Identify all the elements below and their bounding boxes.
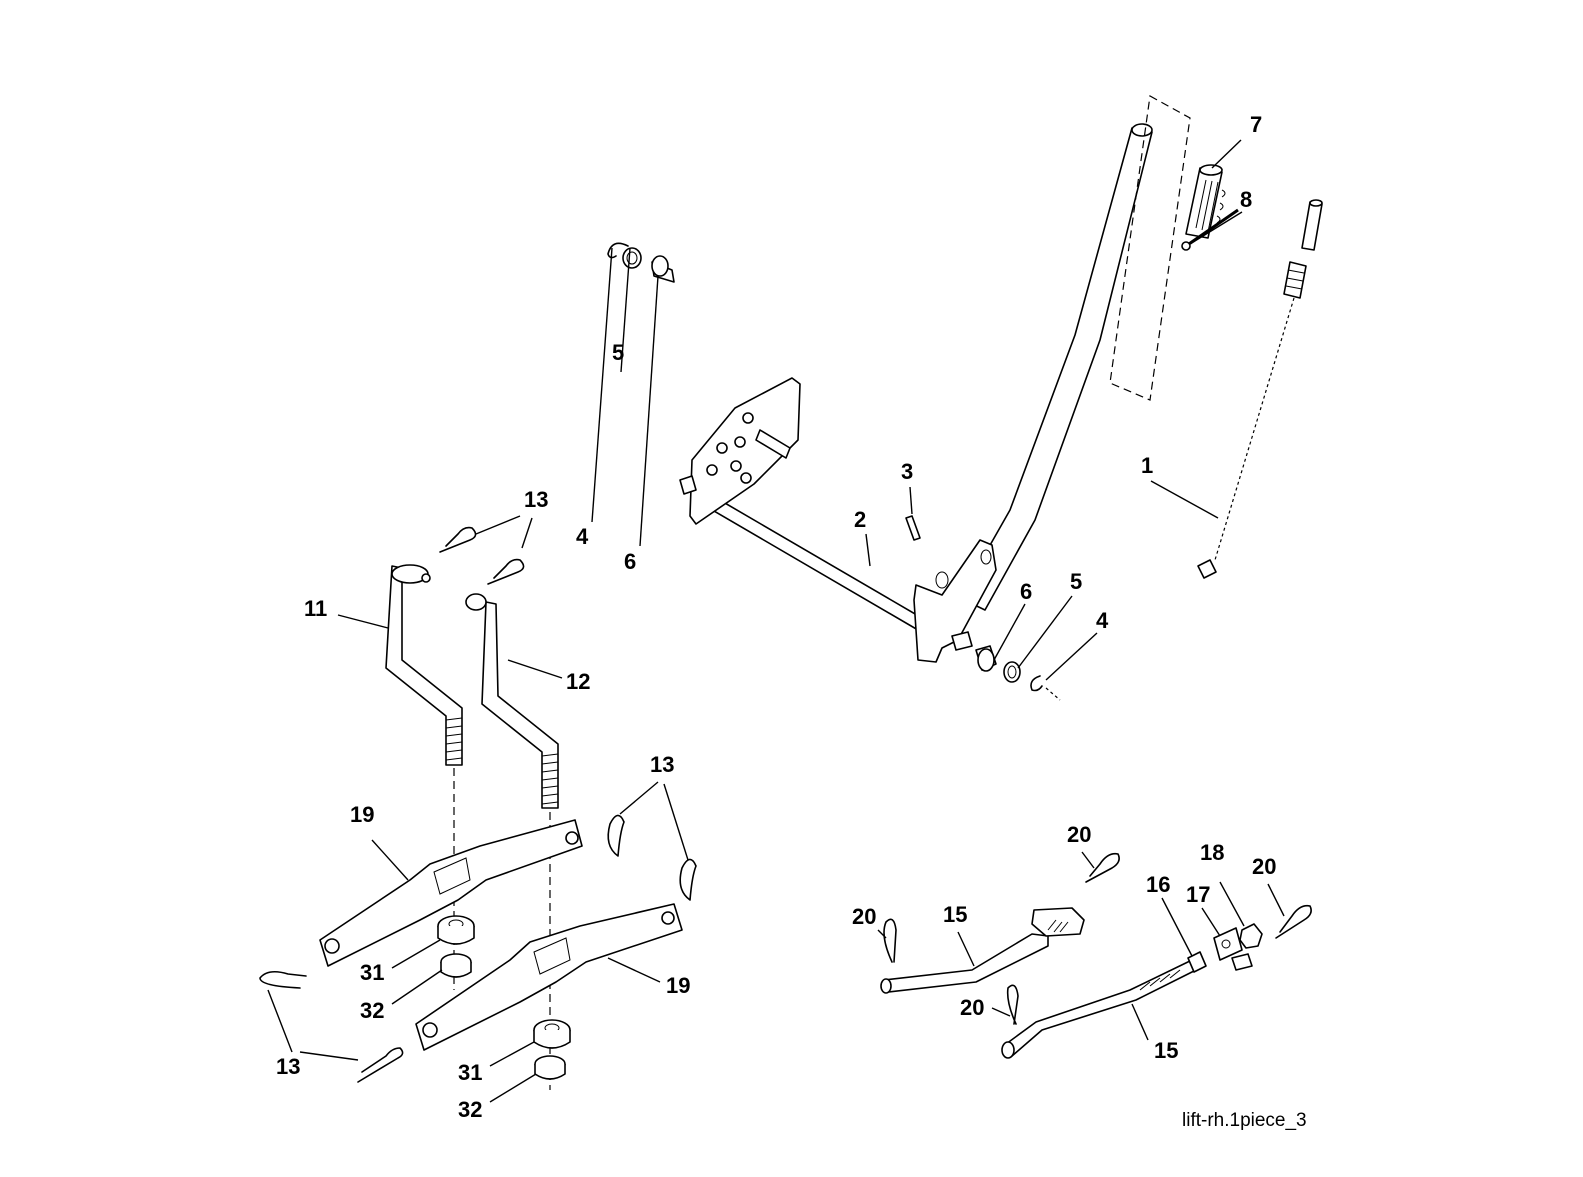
callout-19: 19 bbox=[350, 802, 374, 827]
diagram-reference-code: lift-rh.1piece_3 bbox=[1182, 1110, 1307, 1131]
callout-20: 20 bbox=[852, 904, 876, 929]
callout-16: 16 bbox=[1146, 872, 1170, 897]
callout-7: 7 bbox=[1250, 112, 1262, 137]
callout-32: 32 bbox=[458, 1097, 482, 1122]
callout-4: 4 bbox=[1096, 608, 1109, 633]
callout-13: 13 bbox=[276, 1054, 300, 1079]
callout-5: 5 bbox=[1070, 569, 1082, 594]
callout-13: 13 bbox=[650, 752, 674, 777]
hairpin-clips-13 bbox=[259, 526, 697, 1083]
rod-hardware bbox=[1187, 923, 1263, 973]
callout-17: 17 bbox=[1186, 882, 1210, 907]
callout-31: 31 bbox=[458, 1060, 482, 1085]
lift-handle bbox=[959, 95, 1191, 611]
callout-6: 6 bbox=[1020, 579, 1032, 604]
callout-19: 19 bbox=[666, 973, 690, 998]
adjustment-rod-upper bbox=[880, 907, 1085, 994]
callout-20: 20 bbox=[960, 995, 984, 1020]
washers-and-nuts bbox=[437, 915, 571, 1080]
mounting-plate bbox=[689, 377, 801, 525]
callout-8: 8 bbox=[1240, 187, 1252, 212]
callout-15: 15 bbox=[943, 902, 967, 927]
callout-6: 6 bbox=[624, 549, 636, 574]
callout-5: 5 bbox=[612, 340, 624, 365]
lift-shaft bbox=[698, 490, 997, 663]
callout-11: 11 bbox=[304, 596, 327, 621]
callout-18: 18 bbox=[1200, 840, 1224, 865]
left-shaft-hardware bbox=[607, 242, 697, 495]
lift-link-11 bbox=[385, 564, 463, 766]
callout-32: 32 bbox=[360, 998, 384, 1023]
callout-labels: 1 2 3 4 4 5 5 6 6 7 8 11 12 13 13 13 15 … bbox=[276, 112, 1276, 1122]
callout-12: 12 bbox=[566, 669, 590, 694]
hairpin-clips-20 bbox=[883, 852, 1312, 1025]
roll-pin bbox=[905, 515, 921, 541]
leader-lines bbox=[267, 139, 1285, 1103]
spring-pin bbox=[1181, 208, 1239, 251]
right-shaft-hardware bbox=[951, 631, 1061, 701]
callout-1: 1 bbox=[1141, 453, 1153, 478]
lift-cable bbox=[1197, 199, 1323, 579]
callout-13: 13 bbox=[524, 487, 548, 512]
callout-15: 15 bbox=[1154, 1038, 1178, 1063]
handle-grip bbox=[1185, 164, 1226, 239]
callout-20: 20 bbox=[1252, 854, 1276, 879]
callout-20: 20 bbox=[1067, 822, 1091, 847]
lift-arm-upper bbox=[319, 819, 583, 967]
callout-31: 31 bbox=[360, 960, 384, 985]
lift-link-12 bbox=[465, 593, 559, 809]
callout-4: 4 bbox=[576, 524, 589, 549]
callout-3: 3 bbox=[901, 459, 913, 484]
lift-arm-lower bbox=[415, 903, 683, 1051]
callout-2: 2 bbox=[854, 507, 866, 532]
